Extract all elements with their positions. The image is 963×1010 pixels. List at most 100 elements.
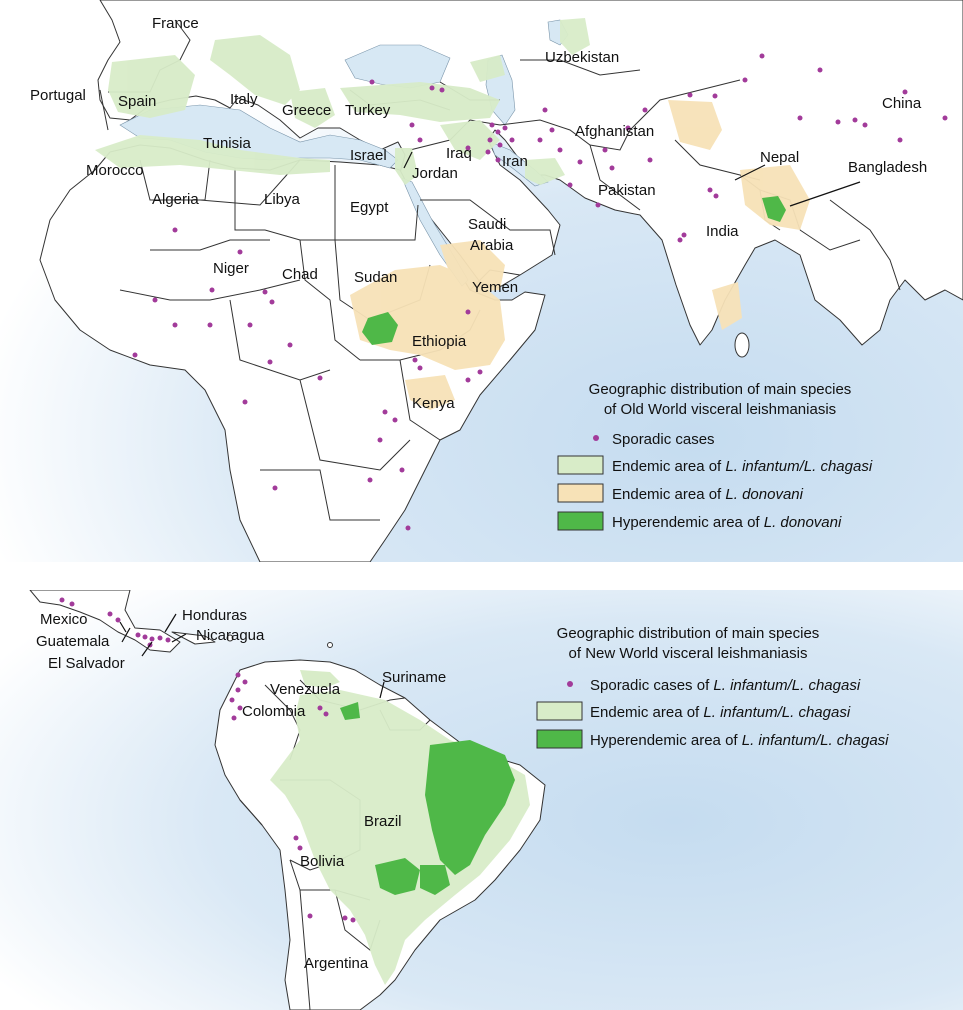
legend-endemic-species: L. infantum/L. chagasi	[703, 704, 850, 721]
label-yemen: Yemen	[472, 279, 518, 296]
sporadic-dot	[237, 249, 243, 255]
leader-suriname	[379, 681, 385, 699]
land-cuba	[171, 631, 216, 645]
sporadic-dot	[942, 115, 948, 121]
sporadic-dot	[439, 87, 445, 93]
sporadic-dot	[465, 145, 471, 151]
legend-hyper-prefix: Hyperendemic area of	[612, 514, 764, 531]
sporadic-dot	[165, 637, 171, 643]
legend-hyper-label: Hyperendemic area of L. infantum/L. chag…	[590, 732, 889, 749]
sporadic-dot	[417, 137, 423, 143]
legend-sporadic-label: Sporadic cases	[612, 431, 715, 448]
sporadic-dot	[392, 417, 398, 423]
label-portugal: Portugal	[30, 87, 86, 104]
hyper-area-south-brazil	[420, 865, 450, 895]
legend-hyper-label: Hyperendemic area of L. donovani	[612, 514, 842, 531]
legend-infantum-label: Endemic area of L. infantum/L. chagasi	[612, 458, 873, 475]
sporadic-dot	[317, 705, 323, 711]
sporadic-dot	[152, 297, 158, 303]
sporadic-dot	[369, 79, 375, 85]
old-world-map: France Portugal Spain Italy Greece Turke…	[0, 0, 963, 562]
sporadic-dot	[485, 149, 491, 155]
hyper-area-bihar	[762, 196, 786, 222]
legend-endemic-swatch	[536, 701, 583, 721]
label-afghanistan: Afghanistan	[575, 123, 654, 140]
label-el-salvador: El Salvador	[48, 655, 125, 672]
sporadic-dot	[567, 182, 573, 188]
sporadic-dots-new-world	[59, 597, 356, 923]
label-egypt: Egypt	[350, 199, 389, 216]
sporadic-dot	[835, 119, 841, 125]
label-jordan: Jordan	[412, 165, 458, 182]
sporadic-dot	[897, 137, 903, 143]
legend-hyper-prefix: Hyperendemic area of	[590, 732, 742, 749]
sporadic-dot	[759, 53, 765, 59]
label-saudi-arabia-2: Arabia	[470, 237, 514, 254]
new-world-labels: Mexico Honduras Guatemala Nicaragua El S…	[36, 607, 446, 972]
sporadic-dot	[115, 617, 121, 623]
land-sri-lanka	[734, 332, 750, 358]
sporadic-dot	[297, 845, 303, 851]
label-ethiopia: Ethiopia	[412, 333, 467, 350]
label-france: France	[152, 15, 199, 32]
sporadic-dot	[681, 232, 687, 238]
sporadic-dot	[577, 159, 583, 165]
label-suriname: Suriname	[382, 669, 446, 686]
sporadic-dot	[409, 122, 415, 128]
label-bolivia: Bolivia	[300, 853, 345, 870]
donovani-area-arabia	[440, 240, 505, 292]
label-iraq: Iraq	[446, 145, 472, 162]
legend-infantum-species: L. infantum/L. chagasi	[725, 458, 872, 475]
sporadic-dot	[367, 477, 373, 483]
sporadic-dot	[242, 679, 248, 685]
legend-sporadic-label: Sporadic cases of L. infantum/L. chagasi	[590, 677, 861, 694]
sporadic-dot	[852, 117, 858, 123]
legend-hyper-species: L. infantum/L. chagasi	[742, 732, 889, 749]
label-iran: Iran	[502, 153, 528, 170]
sporadic-dot	[712, 93, 718, 99]
legend-infantum-swatch	[557, 455, 604, 475]
hyper-area-central-brazil	[375, 858, 420, 895]
old-world-labels: France Portugal Spain Italy Greece Turke…	[30, 15, 927, 412]
leader-el-salvador	[141, 641, 153, 657]
sporadic-dot	[209, 287, 215, 293]
label-pakistan: Pakistan	[598, 182, 656, 199]
sporadic-dot	[269, 299, 275, 305]
hyper-area-sudan	[362, 312, 398, 345]
legend-hyper-swatch	[557, 511, 604, 531]
sporadic-dot	[262, 289, 268, 295]
sporadic-dot	[142, 634, 148, 640]
sporadic-dot	[487, 137, 493, 143]
sporadic-dot	[287, 342, 293, 348]
label-venezuela: Venezuela	[270, 681, 341, 698]
label-turkey: Turkey	[345, 102, 391, 119]
sporadic-dot	[135, 632, 141, 638]
sporadic-dot	[149, 636, 155, 642]
leader-honduras	[164, 613, 177, 633]
label-chad: Chad	[282, 266, 318, 283]
new-world-map-svg: Mexico Honduras Guatemala Nicaragua El S…	[0, 590, 963, 1010]
sporadic-dots-old-world	[132, 53, 948, 531]
sporadic-dot	[537, 137, 543, 143]
sporadic-dot	[429, 85, 435, 91]
legend-title-line-1: Geographic distribution of main species	[557, 625, 820, 642]
label-niger: Niger	[213, 260, 249, 277]
sporadic-dot	[642, 107, 648, 113]
sporadic-dot	[399, 467, 405, 473]
sporadic-dot	[509, 137, 515, 143]
land-central-america	[29, 590, 181, 653]
sporadic-dot	[817, 67, 823, 73]
legend-infantum-prefix: Endemic area of	[612, 458, 725, 475]
label-uzbekistan: Uzbekistan	[545, 49, 619, 66]
legend-donovani-prefix: Endemic area of	[612, 486, 725, 503]
label-brazil: Brazil	[364, 813, 402, 830]
sporadic-dot	[405, 525, 411, 531]
sporadic-dot	[247, 322, 253, 328]
label-china: China	[882, 95, 922, 112]
sporadic-dot	[625, 125, 631, 131]
sporadic-dot	[157, 635, 163, 641]
label-saudi-arabia-1: Saudi	[468, 216, 506, 233]
sporadic-dot	[317, 375, 323, 381]
sporadic-dot	[59, 597, 65, 603]
infantum-area-iran-east	[525, 158, 565, 185]
